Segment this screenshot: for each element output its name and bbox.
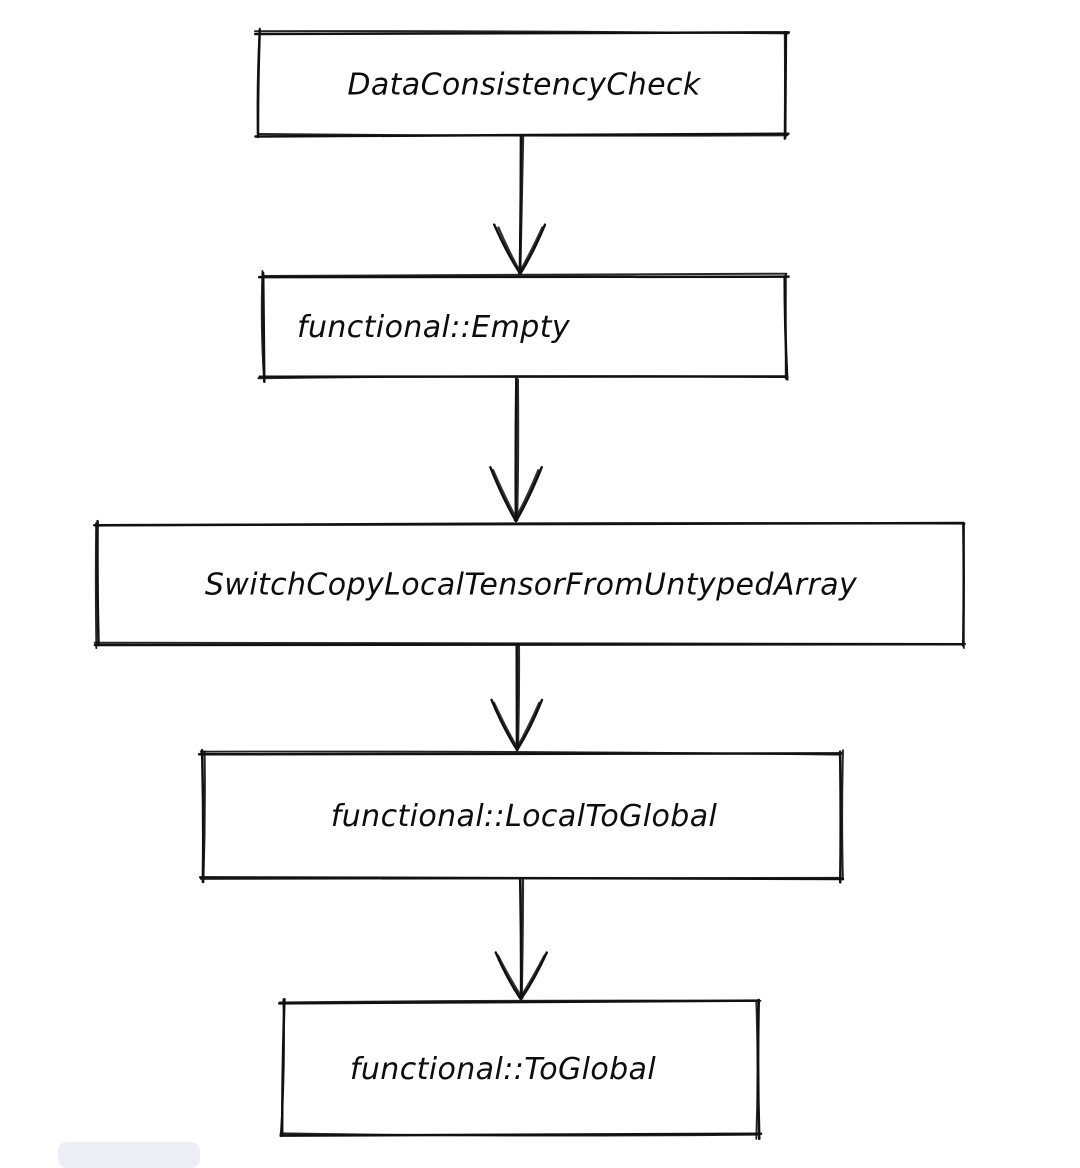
flow-node-label: functional::LocalToGlobal	[331, 799, 718, 834]
flow-node-label: SwitchCopyLocalTensorFromUntypedArray	[205, 568, 858, 603]
flow-arrow-n1-to-n2[interactable]	[493, 133, 547, 276]
flow-arrow-n3-to-n4[interactable]	[490, 643, 544, 752]
edges-layer	[489, 133, 548, 1001]
flow-node-n4[interactable]: functional::LocalToGlobal	[197, 748, 845, 884]
flow-node-n1[interactable]: DataConsistencyCheck	[253, 27, 791, 140]
flow-node-label: DataConsistencyCheck	[347, 68, 702, 103]
flow-node-label: functional::ToGlobal	[350, 1052, 656, 1087]
flow-arrow-n4-to-n5[interactable]	[494, 877, 548, 1001]
flow-node-n5[interactable]: functional::ToGlobal	[277, 997, 763, 1141]
flow-node-label: functional::Empty	[297, 310, 571, 345]
bottom-chrome-chip	[58, 1142, 200, 1168]
flow-node-n2[interactable]: functional::Empty	[257, 269, 790, 384]
flow-node-n3[interactable]: SwitchCopyLocalTensorFromUntypedArray	[92, 519, 967, 649]
flow-arrow-n2-to-n3[interactable]	[489, 376, 543, 523]
nodes-layer: DataConsistencyCheckfunctional::EmptySwi…	[92, 27, 967, 1141]
